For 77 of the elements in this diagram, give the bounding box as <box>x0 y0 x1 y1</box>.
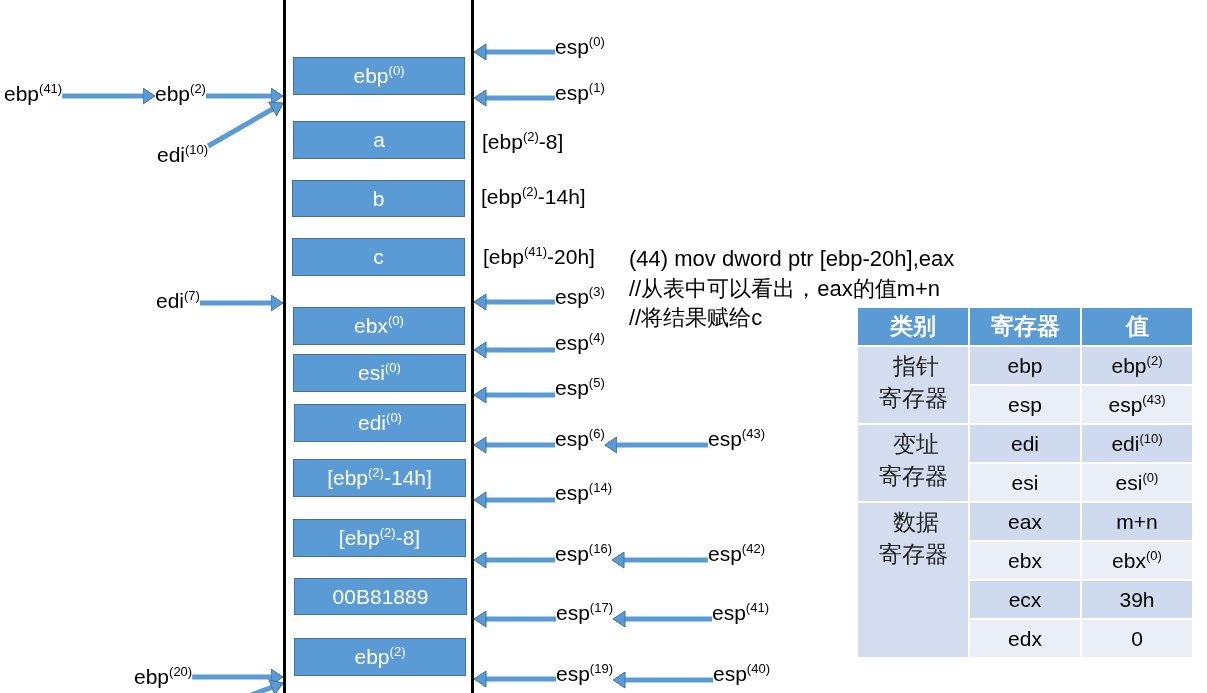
arrow <box>473 341 555 359</box>
table-cell: ebp <box>970 347 1080 384</box>
register-label: esp$^{(43)}$ <box>708 427 765 451</box>
register-label: esp$^{(42)}$ <box>708 542 765 566</box>
table-cell: 39h <box>1082 581 1192 618</box>
stack-slot: ebx$^{(0)}$ <box>293 307 465 345</box>
arrow <box>473 43 555 61</box>
table-cell: eax <box>970 503 1080 540</box>
register-label: esp$^{(6)}$ <box>555 427 605 451</box>
table-cell: m+n <box>1082 503 1192 540</box>
table-cell: 0 <box>1082 620 1192 657</box>
register-label: esp$^{(16)}$ <box>555 542 612 566</box>
address-label: [ebp$^{(2)}$-8] <box>482 130 564 154</box>
table-cell: edx <box>970 620 1080 657</box>
register-label: esp$^{(4)}$ <box>555 331 605 355</box>
stack-slot: [ebp$^{(2)}$-14h] <box>293 459 466 497</box>
category-cell: 变址寄存器 <box>858 425 968 501</box>
code-line: //将结果赋给c <box>629 304 763 332</box>
stack-slot: b <box>292 180 465 217</box>
arrow <box>473 293 555 311</box>
stack-slot: 00B81889 <box>294 578 467 615</box>
stack-column <box>283 0 474 693</box>
table-cell: esi$^{(0)}$ <box>1082 464 1192 501</box>
arrow <box>206 100 285 149</box>
arrow <box>473 610 556 628</box>
stack-slot: [ebp$^{(2)}$-8] <box>293 519 466 557</box>
arrow <box>199 294 284 312</box>
stack-slot: esi$^{(0)}$ <box>293 354 466 392</box>
register-label: esp$^{(1)}$ <box>555 81 605 105</box>
address-label: [ebp$^{(2)}$-14h] <box>481 185 586 209</box>
table-cell: ebx <box>970 542 1080 579</box>
arrow <box>612 610 712 628</box>
register-label: esp$^{(5)}$ <box>555 376 605 400</box>
table-header-cell: 寄存器 <box>970 308 1080 345</box>
code-line: //从表中可以看出，eax的值m+n <box>629 275 941 303</box>
arrow <box>473 89 555 107</box>
category-cell: 数据寄存器 <box>858 503 968 657</box>
stack-slot: edi$^{(0)}$ <box>294 404 466 442</box>
arrow <box>612 671 713 689</box>
register-label: esp$^{(40)}$ <box>713 662 770 686</box>
register-label: esp$^{(14)}$ <box>555 481 612 505</box>
register-label: ebp$^{(41)}$ <box>4 82 63 106</box>
table-cell: edi <box>970 425 1080 462</box>
table-cell: esp$^{(43)}$ <box>1082 386 1192 423</box>
category-cell: 指针寄存器 <box>858 347 968 423</box>
arrow <box>604 436 708 454</box>
arrow <box>473 670 556 688</box>
table-cell: edi$^{(10)}$ <box>1082 425 1192 462</box>
arrow <box>473 551 555 569</box>
stack-slot: c <box>292 238 465 276</box>
table-header-cell: 值 <box>1082 308 1192 345</box>
register-label: esp$^{(17)}$ <box>556 601 613 625</box>
stack-slot: ebp$^{(2)}$ <box>294 638 466 676</box>
table-cell: esi <box>970 464 1080 501</box>
table-cell: ebp$^{(2)}$ <box>1082 347 1192 384</box>
table-cell: esp <box>970 386 1080 423</box>
arrow <box>611 551 708 569</box>
stack-slot: a <box>293 121 465 159</box>
code-line: (44) mov dword ptr [ebp-20h],eax <box>629 245 955 273</box>
arrow <box>473 386 555 404</box>
register-label: esp$^{(19)}$ <box>556 662 613 686</box>
register-label: edi$^{(10)}$ <box>157 143 209 167</box>
table-cell: ebx$^{(0)}$ <box>1082 542 1192 579</box>
arrow <box>473 491 555 509</box>
table-header-cell: 类别 <box>858 308 968 345</box>
register-label: esp$^{(3)}$ <box>555 285 605 309</box>
table-cell: ecx <box>970 581 1080 618</box>
register-label: esp$^{(0)}$ <box>555 35 605 59</box>
stack-slot: ebp$^{(0)}$ <box>293 57 465 95</box>
register-label: ebp$^{(20)}$ <box>134 665 193 689</box>
register-label: edi$^{(7)}$ <box>156 289 200 313</box>
register-label: ebp$^{(2)}$ <box>155 82 206 106</box>
address-label: [ebp$^{(41)}$-20h] <box>483 245 595 269</box>
arrow <box>62 87 156 105</box>
register-label: esp$^{(41)}$ <box>712 601 769 625</box>
arrow <box>473 436 555 454</box>
arrow <box>205 87 284 105</box>
